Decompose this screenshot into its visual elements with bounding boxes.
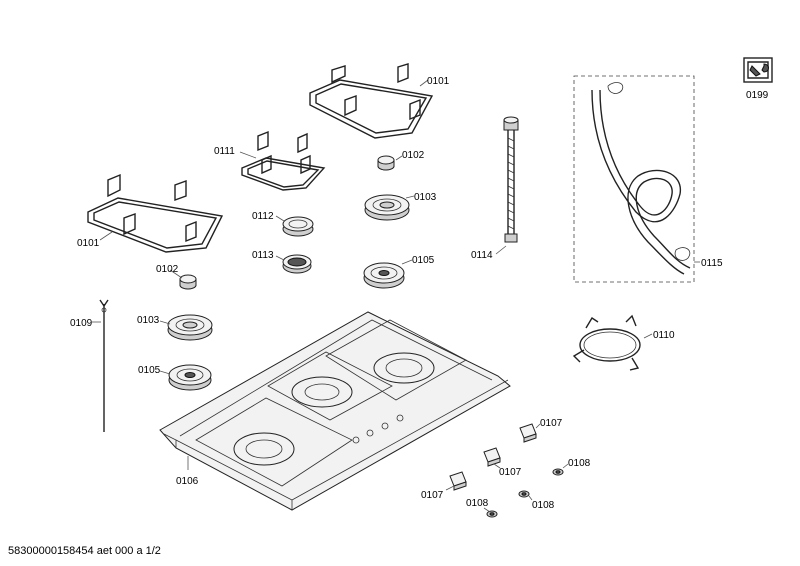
burner-0105-top[interactable] (363, 259, 413, 289)
burner-cap-left[interactable] (169, 269, 197, 290)
burner-cap-top[interactable] (377, 155, 403, 171)
washer-a[interactable] (552, 463, 569, 476)
label-0105-left: 0105 (138, 365, 161, 376)
label-0103-left: 0103 (137, 315, 160, 326)
label-0108-c: 0108 (466, 498, 489, 509)
burner-0103-left[interactable] (159, 314, 213, 341)
label-0103-top: 0103 (414, 192, 437, 203)
document-footer: 58300000158454 aet 000 a 1/2 (8, 545, 161, 557)
label-0105-top: 0105 (412, 255, 435, 266)
control-knob-a[interactable] (519, 423, 541, 443)
wok-ring-0110[interactable] (572, 314, 653, 371)
service-wrench-icon[interactable] (743, 57, 773, 83)
gas-pipe-0114[interactable] (495, 116, 519, 255)
gas-hose-0115[interactable] (573, 75, 700, 283)
burner-ring-0112[interactable] (275, 215, 314, 237)
pan-support-large-top[interactable] (309, 63, 434, 139)
burner-ring-0113[interactable] (275, 254, 312, 274)
pan-support-large-left[interactable] (87, 173, 224, 253)
thermocouple-rod-0109[interactable] (92, 299, 109, 432)
label-0106: 0106 (176, 476, 199, 487)
pan-support-small[interactable] (239, 130, 326, 191)
label-0108-a: 0108 (568, 458, 591, 469)
burner-0103-top[interactable] (364, 194, 415, 221)
label-0101-top: 0101 (427, 76, 450, 87)
label-0107-c: 0107 (421, 490, 444, 501)
label-0109: 0109 (70, 318, 93, 329)
label-0199: 0199 (746, 90, 769, 101)
label-0102-left: 0102 (156, 264, 179, 275)
label-0108-b: 0108 (532, 500, 555, 511)
label-0114: 0114 (471, 250, 493, 261)
burner-0105-left[interactable] (159, 364, 212, 391)
label-0110: 0110 (653, 330, 675, 341)
label-0113: 0113 (252, 250, 274, 261)
label-0101-left: 0101 (77, 238, 100, 249)
washer-b[interactable] (518, 490, 533, 501)
control-knob-c[interactable] (445, 471, 467, 491)
label-0107-a: 0107 (540, 418, 563, 429)
washer-c[interactable] (483, 507, 498, 518)
label-0112: 0112 (252, 211, 274, 222)
label-0115: 0115 (701, 258, 723, 269)
hob-top-0106[interactable] (159, 311, 511, 511)
label-0111: 0111 (214, 146, 235, 157)
control-knob-b[interactable] (483, 447, 501, 469)
label-0102-top: 0102 (402, 150, 425, 161)
label-0107-b: 0107 (499, 467, 522, 478)
